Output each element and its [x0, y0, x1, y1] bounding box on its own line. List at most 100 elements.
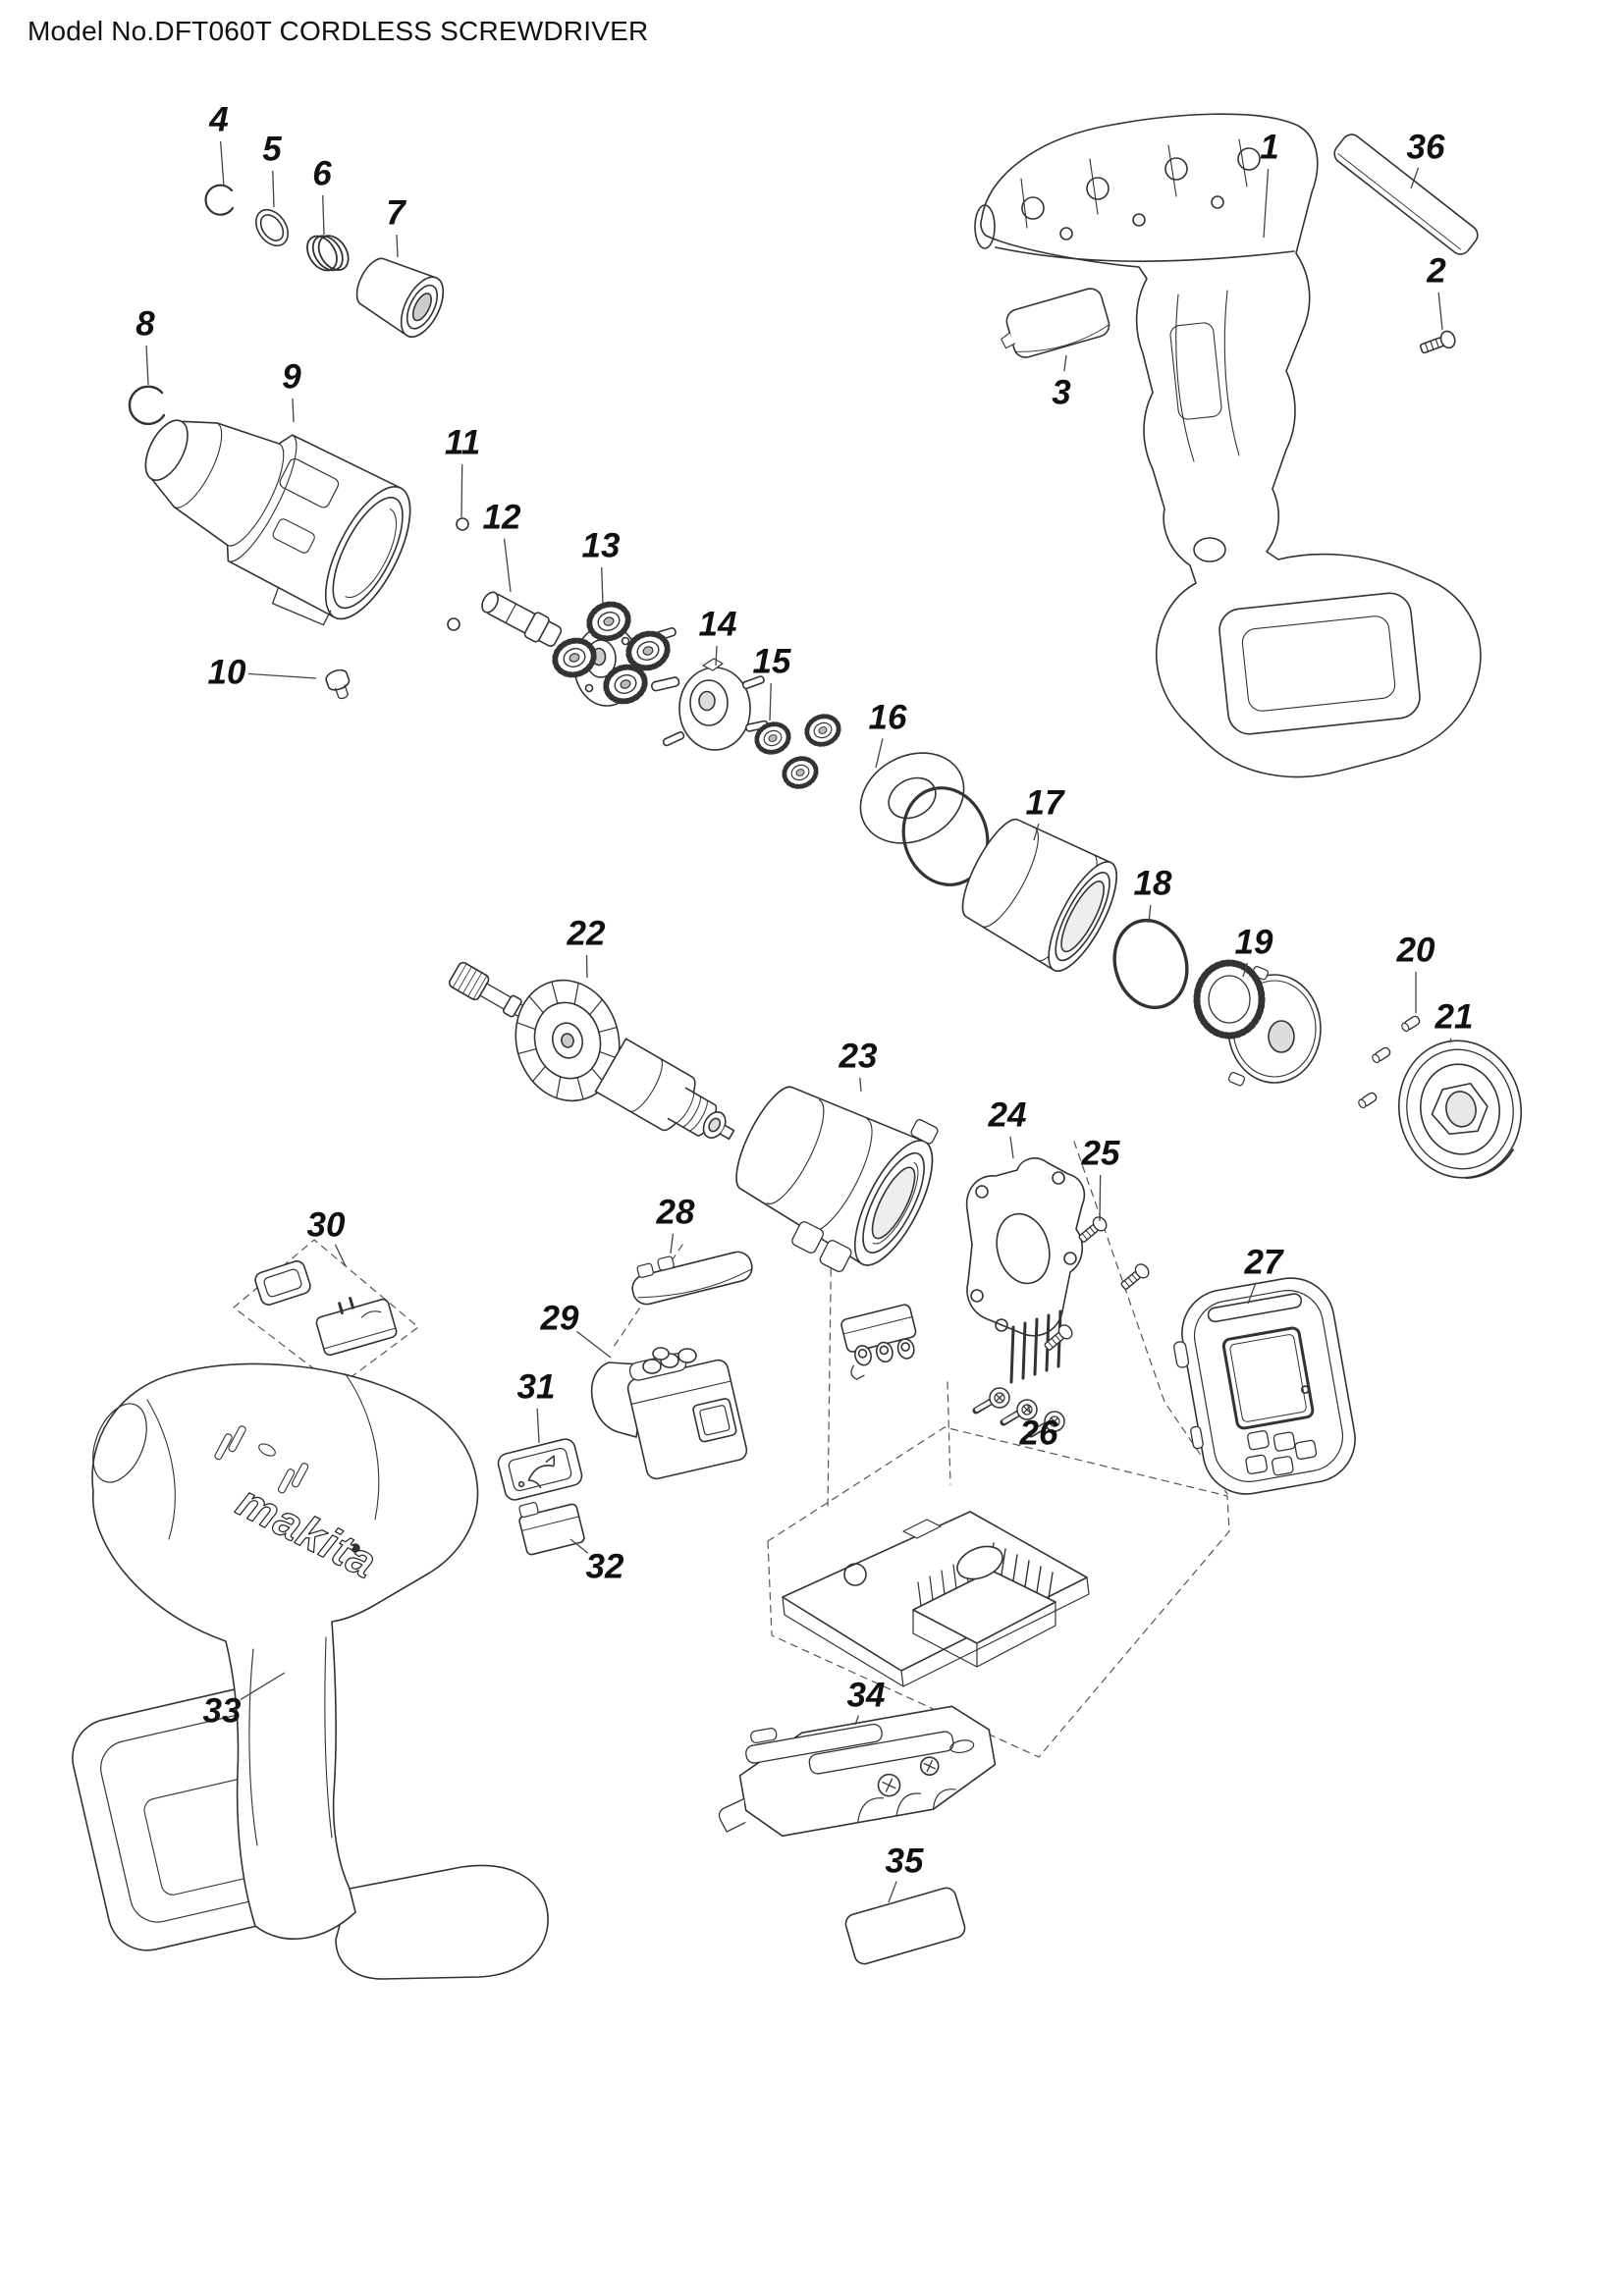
part-10-screw [325, 668, 351, 700]
callout-7: 7 [386, 194, 406, 233]
callout-31: 31 [517, 1368, 556, 1407]
part-17-cylinder [961, 818, 1117, 973]
part-22-armature [448, 961, 735, 1141]
part-6-spring-ring [306, 235, 350, 272]
callout-4: 4 [208, 101, 228, 139]
callout-29: 29 [540, 1300, 579, 1338]
part-27-cover [1173, 1277, 1356, 1495]
leader-line-35 [888, 1881, 897, 1903]
callout-35: 35 [886, 1842, 924, 1881]
callout-6: 6 [312, 155, 332, 193]
callout-33: 33 [203, 1692, 242, 1731]
controller-board [782, 1511, 1090, 1687]
callout-2: 2 [1426, 252, 1446, 291]
callout-23: 23 [839, 1038, 878, 1076]
leader-line-26 [1026, 1403, 1032, 1414]
page-title: Model No.DFT060T CORDLESS SCREWDRIVER [27, 16, 649, 46]
part-31-io-plate [497, 1438, 583, 1501]
callout-24: 24 [988, 1096, 1027, 1135]
callout-15: 15 [753, 643, 791, 681]
leader-line-19 [1242, 962, 1249, 978]
leader-line-21 [1449, 1038, 1452, 1043]
leader-line-12 [503, 538, 512, 593]
callout-20: 20 [1396, 932, 1435, 970]
callout-13: 13 [582, 527, 621, 565]
part-19-internal-gear [1193, 959, 1322, 1087]
leader-line-15 [769, 682, 772, 721]
part-30-kit [254, 1260, 398, 1357]
callout-28: 28 [656, 1194, 695, 1232]
leader-line-18 [1148, 904, 1152, 924]
callout-32: 32 [586, 1548, 624, 1586]
leader-line-16 [875, 738, 884, 769]
stator-terminal-connector [840, 1304, 917, 1380]
leader-line-36 [1410, 167, 1420, 189]
leader-line-9 [292, 398, 295, 423]
leader-line-31 [536, 1408, 540, 1444]
part-35-label-sheet [844, 1887, 966, 1965]
leader-line-32 [569, 1538, 589, 1554]
part-1-housing-right [974, 113, 1482, 778]
leader-line-29 [576, 1330, 612, 1359]
callout-19: 19 [1235, 924, 1273, 962]
leader-line-5 [272, 170, 275, 208]
callout-16: 16 [869, 699, 907, 737]
leader-line-3 [1063, 354, 1067, 372]
callout-1: 1 [1260, 129, 1278, 167]
callout-9: 9 [282, 358, 301, 397]
leader-line-27 [1247, 1282, 1257, 1305]
part-11-ball-b [447, 617, 460, 631]
part-32-module [518, 1502, 585, 1556]
leader-line-7 [396, 234, 399, 258]
leader-line-22 [585, 954, 588, 979]
callout-8: 8 [135, 305, 155, 344]
callout-17: 17 [1026, 784, 1065, 823]
part-23-stator [735, 1086, 939, 1272]
part-4-snap-ring [204, 184, 235, 216]
part-3-plate [1001, 288, 1110, 358]
part-8-snap-ring [128, 385, 166, 425]
callout-5: 5 [262, 131, 282, 169]
leader-line-11 [460, 463, 463, 518]
leader-line-23 [859, 1077, 862, 1093]
callout-36: 36 [1407, 129, 1445, 167]
callout-3: 3 [1052, 374, 1071, 412]
leader-line-33 [240, 1672, 286, 1701]
callout-18: 18 [1134, 865, 1172, 903]
callout-25: 25 [1081, 1135, 1120, 1173]
callout-22: 22 [567, 915, 606, 953]
part-34-terminal-block [718, 1705, 997, 1838]
callout-27: 27 [1244, 1244, 1284, 1282]
leader-line-14 [715, 645, 718, 667]
part-9-front-sleeve [144, 419, 411, 626]
leader-line-1 [1263, 168, 1270, 239]
part-24-insulation-plate [965, 1157, 1086, 1384]
part-2-screw [1417, 328, 1458, 358]
leader-line-30 [334, 1244, 347, 1267]
part-14-carrier [662, 658, 769, 751]
leader-line-10 [247, 672, 317, 679]
callout-14: 14 [699, 606, 737, 644]
part-29-switch [590, 1347, 748, 1480]
leader-line-25 [1099, 1174, 1102, 1222]
part-33-housing-left: makita [72, 1362, 549, 1980]
part-5-washer-ring [254, 208, 290, 247]
leader-line-4 [219, 140, 225, 187]
leader-line-8 [145, 345, 149, 386]
part-21-bearing-retainer [1397, 1040, 1523, 1179]
leader-line-17 [1033, 823, 1040, 841]
leader-line-34 [854, 1715, 860, 1726]
callout-30: 30 [307, 1206, 346, 1245]
leader-line-2 [1437, 292, 1443, 331]
callout-11: 11 [445, 424, 480, 462]
callout-10: 10 [208, 654, 246, 692]
leader-line-24 [1009, 1136, 1014, 1159]
part-16-washer [859, 752, 965, 844]
callout-34: 34 [847, 1677, 886, 1715]
part-17-oring-front [901, 786, 990, 886]
part-15-planet-gears [753, 712, 842, 790]
leader-line-13 [601, 566, 604, 606]
